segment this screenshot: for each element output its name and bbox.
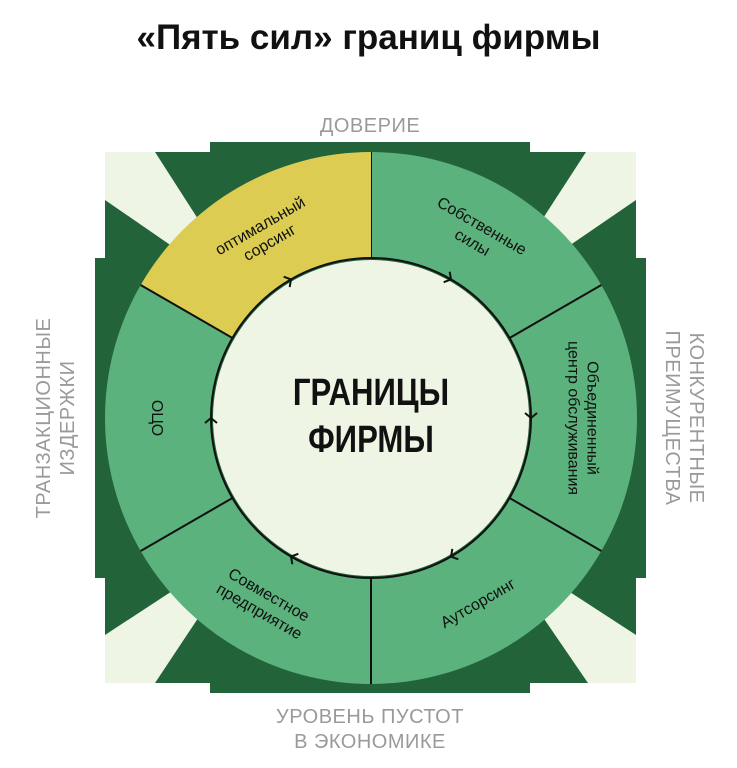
segment-divider [140,284,233,339]
segment-4 [105,285,233,551]
side-label-right-2: ПРЕИМУЩЕСТВА [661,331,683,506]
side-label-top: ДОВЕРИЕ [320,115,420,137]
diagram-title: «Пять сил» границ фирмы [136,18,601,57]
side-label-left-1: ТРАНЗАКЦИОННЫЕ [33,318,55,519]
segment-label: Объединенныйцентр обслуживания [565,341,601,495]
side-label-right-1: КОНКУРЕНТНЫЕ [685,333,707,504]
segment-1 [509,285,637,551]
top-tab [210,142,530,154]
side-label-left-2: ИЗДЕРЖКИ [57,361,79,476]
arrow-icon [204,416,218,424]
left-tab [95,258,107,578]
segment-label: ОЦО [148,400,165,436]
arrow-icon [283,275,293,288]
arrow-icon [524,412,538,420]
segment-label-line: ОЦО [148,400,165,436]
arrow-icon [289,552,299,565]
center-line-1: ГРАНИЦЫ [293,372,449,414]
segment-3 [140,498,371,684]
bottom-tab [210,682,530,693]
segment-divider [509,497,602,552]
right-tab [634,258,646,578]
side-label-bottom-2: В ЭКОНОМИКЕ [294,731,446,753]
arrow-icon [449,548,459,561]
segment-0 [371,152,602,338]
segment-2 [371,498,602,684]
segment-label-line: центр обслуживания [565,341,582,495]
segment-divider [140,497,233,552]
side-label-bottom-1: УРОВЕНЬ ПУСТОТ [276,706,464,728]
segment-5 [140,152,371,338]
center-line-2: ФИРМЫ [308,419,434,461]
segment-divider [509,284,602,339]
inner-circle [213,260,529,576]
segment-label-line: Объединенный [584,361,601,475]
arrow-icon [443,271,453,284]
